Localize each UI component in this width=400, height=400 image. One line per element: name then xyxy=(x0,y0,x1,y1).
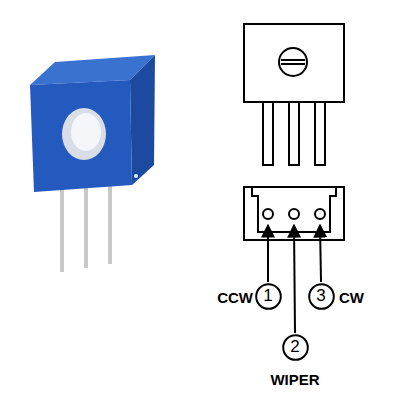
trimmer-illustration xyxy=(30,55,155,272)
pin-name: CCW xyxy=(217,289,253,306)
pin-name: WIPER xyxy=(270,371,319,388)
callout-circle: 1 xyxy=(255,283,282,310)
callout-number: 3 xyxy=(308,286,335,306)
callout-circle: 3 xyxy=(308,283,335,310)
top-view xyxy=(244,24,344,165)
callout-number: 2 xyxy=(282,337,309,357)
leader-arrows xyxy=(268,225,321,333)
pin-name: CW xyxy=(339,289,364,306)
callout-circle: 2 xyxy=(282,334,309,361)
callout-number: 1 xyxy=(255,286,282,306)
